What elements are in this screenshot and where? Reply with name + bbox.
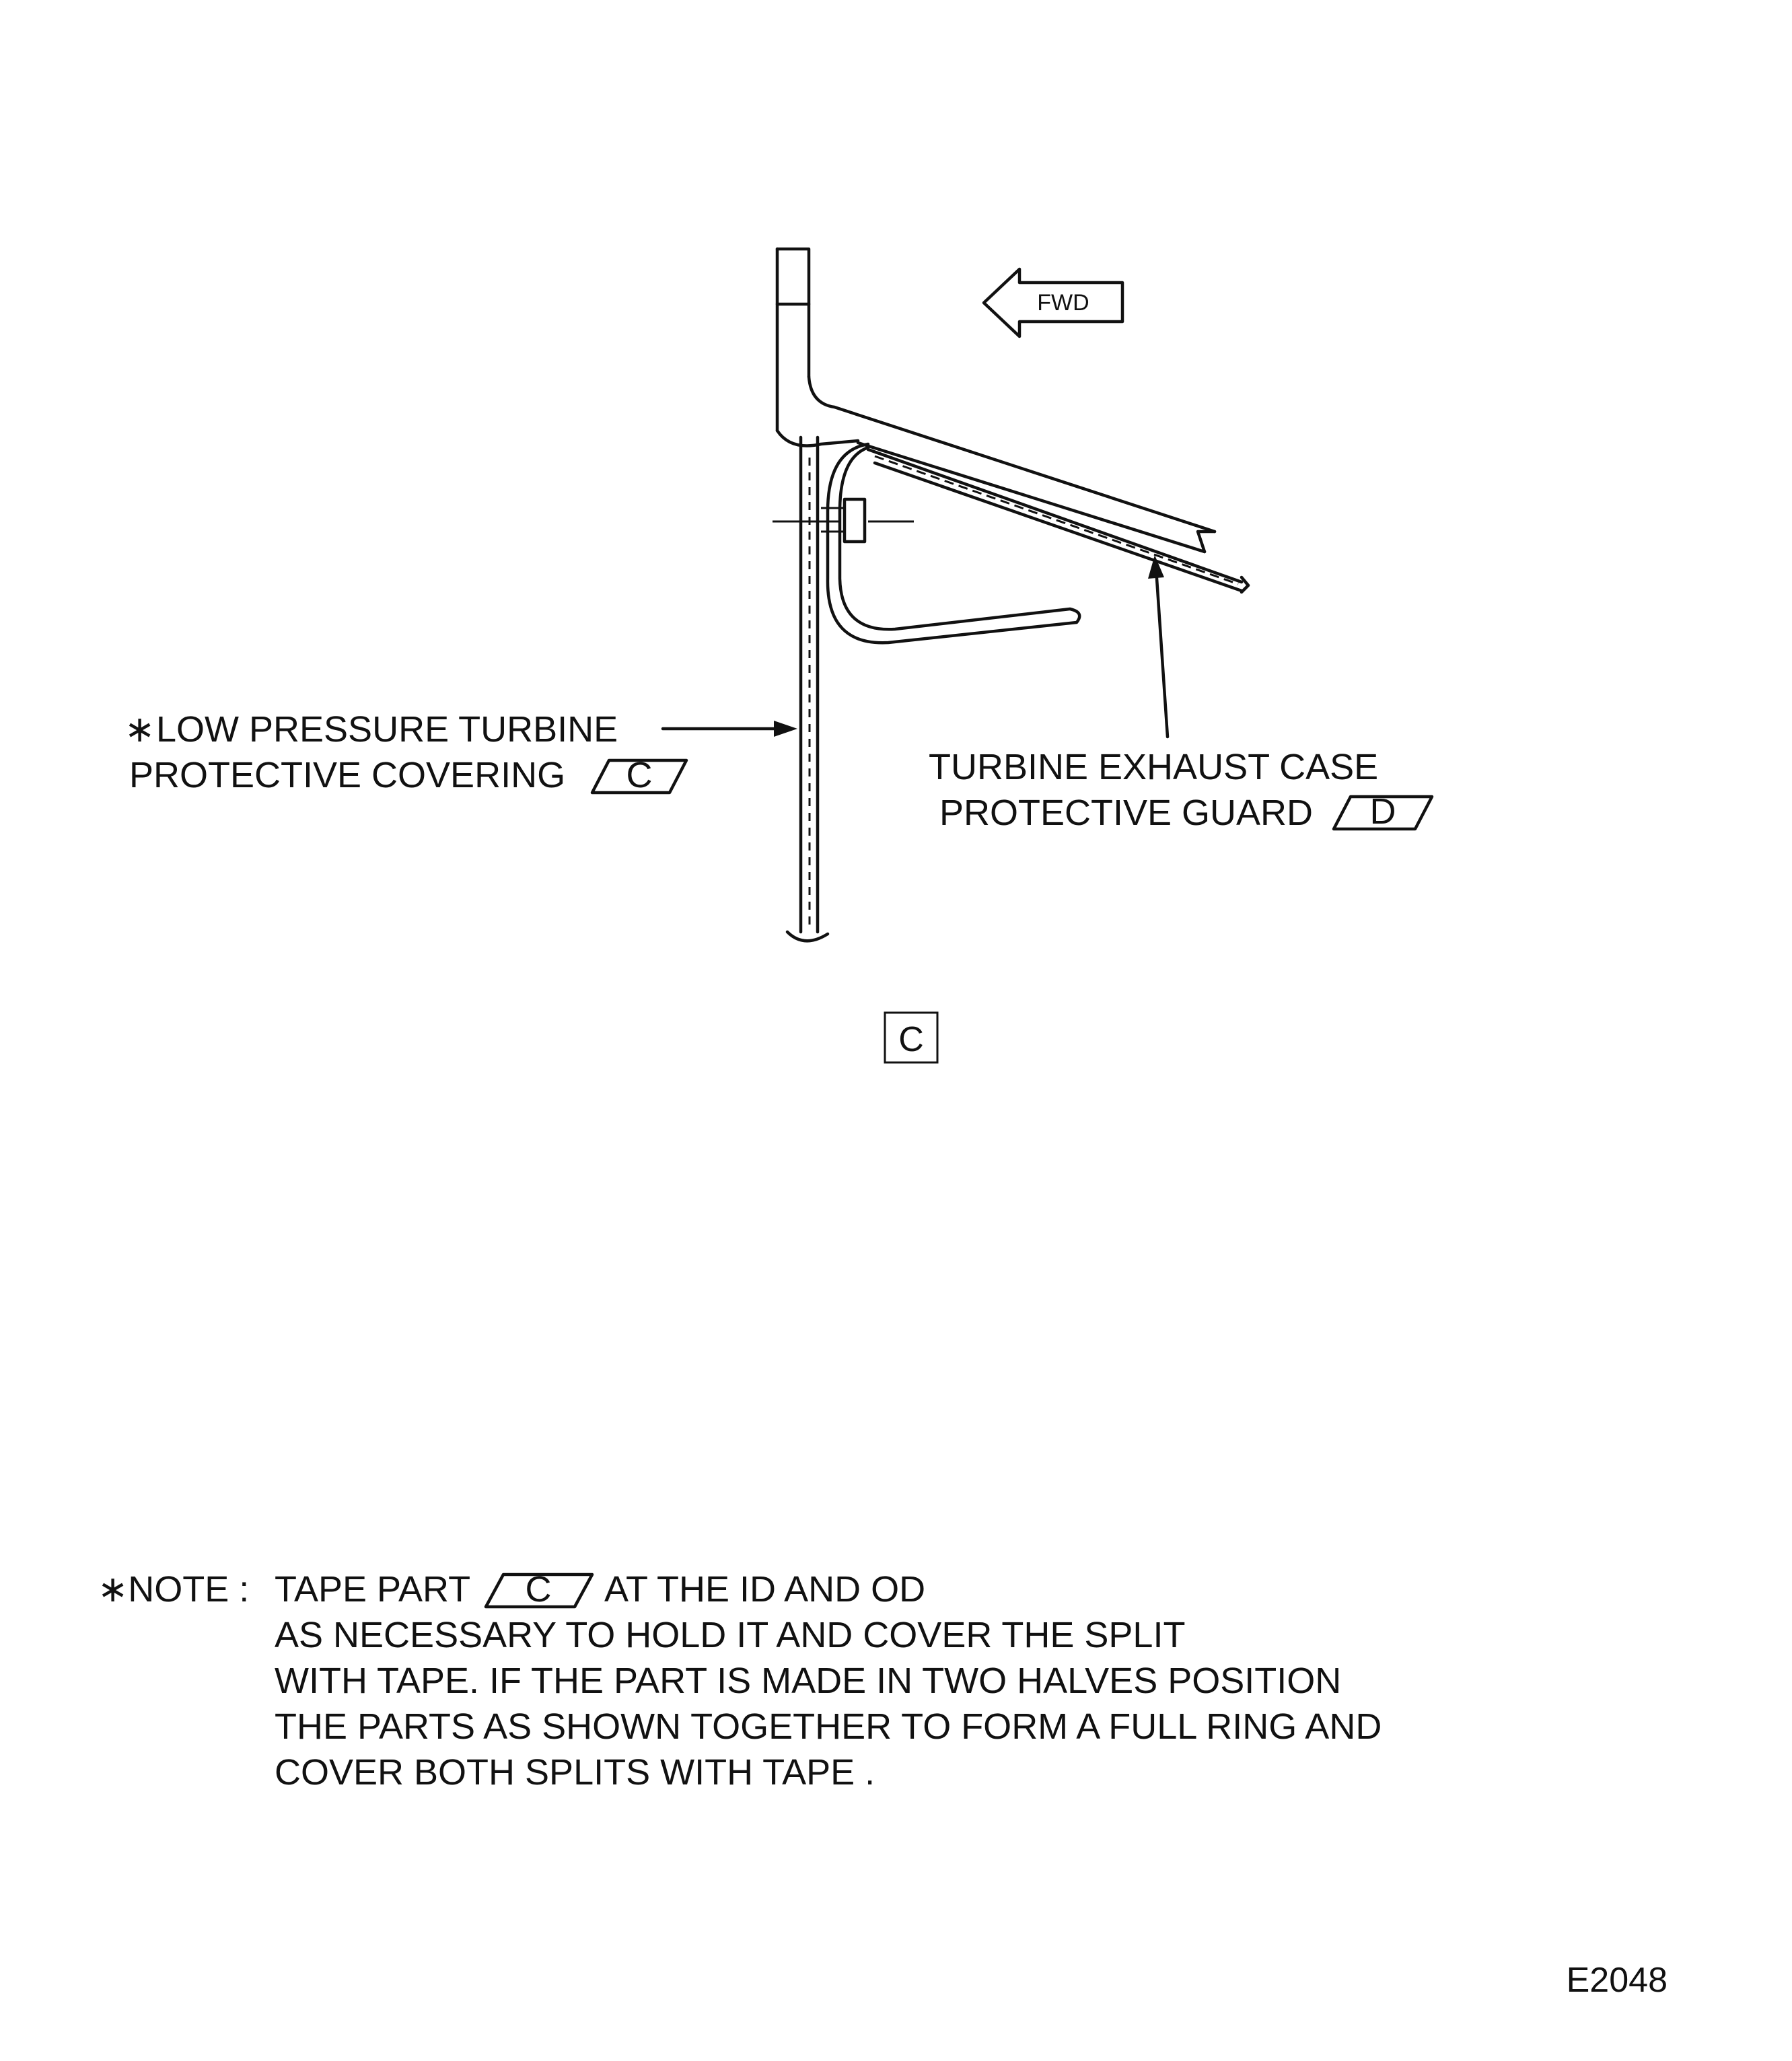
- exhaust-case-guard: [826, 442, 1250, 645]
- note-line5: COVER BOTH SPLITS WITH TAPE .: [275, 1752, 875, 1793]
- turbine-case-structure: [773, 247, 1217, 943]
- tec-label-line1: TURBINE EXHAUST CASE: [929, 747, 1378, 787]
- lpt-leader-arrow: [661, 721, 797, 737]
- note-line1-b: AT THE ID AND OD: [604, 1569, 925, 1610]
- note-block: ∗NOTE : TAPE PART C AT THE ID AND OD AS …: [98, 1569, 1382, 1793]
- note-prefix: ∗NOTE :: [98, 1569, 249, 1610]
- note-line2: AS NECESSARY TO HOLD IT AND COVER THE SP…: [275, 1615, 1185, 1655]
- figure-id: E2048: [1567, 1961, 1668, 2000]
- tec-callout: TURBINE EXHAUST CASE PROTECTIVE GUARD D: [929, 747, 1434, 833]
- note-ref-letter: C: [526, 1569, 552, 1610]
- view-label: C: [898, 1020, 924, 1059]
- lpt-ref-letter: C: [626, 755, 653, 795]
- lpt-ref-tag: [590, 758, 688, 795]
- note-ref-tag: [484, 1572, 594, 1609]
- tec-ref-tag: [1332, 795, 1434, 831]
- note-line4: THE PARTS AS SHOWN TOGETHER TO FORM A FU…: [275, 1706, 1382, 1747]
- note-line1-a: TAPE PART: [275, 1569, 470, 1610]
- lpt-asterisk: ∗: [124, 709, 155, 750]
- fwd-label: FWD: [1037, 290, 1089, 316]
- note-line3: WITH TAPE. IF THE PART IS MADE IN TWO HA…: [275, 1661, 1341, 1701]
- lpt-callout: ∗ LOW PRESSURE TURBINE PROTECTIVE COVERI…: [124, 709, 688, 795]
- tec-ref-letter: D: [1370, 791, 1396, 832]
- view-label-box: C: [884, 1011, 939, 1064]
- lpt-label-line2: PROTECTIVE COVERING: [129, 755, 565, 795]
- fwd-arrow: FWD: [982, 267, 1124, 338]
- tec-label-line2: PROTECTIVE GUARD: [939, 793, 1313, 833]
- lpt-label-line1: LOW PRESSURE TURBINE: [156, 709, 618, 750]
- tec-leader-arrow: [1148, 555, 1170, 739]
